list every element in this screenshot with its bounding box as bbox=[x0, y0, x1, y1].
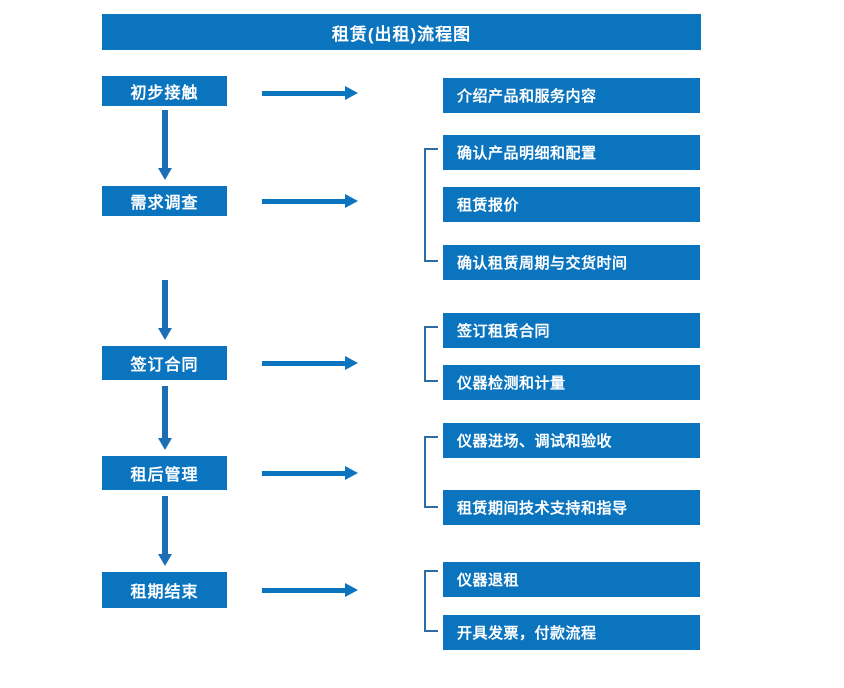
arrow-head bbox=[345, 194, 358, 208]
page-title: 租赁(出租)流程图 bbox=[102, 14, 701, 50]
stage-box-3[interactable]: 签订合同 bbox=[102, 346, 227, 380]
arrow-head bbox=[345, 583, 358, 597]
arrow-shaft bbox=[262, 471, 346, 476]
detail-box-8[interactable]: 租赁期间技术支持和指导 bbox=[443, 490, 700, 525]
stage-box-5[interactable]: 租期结束 bbox=[102, 572, 227, 608]
vertical-arrow-icon-1 bbox=[158, 110, 172, 180]
arrow-head bbox=[345, 466, 358, 480]
detail-box-7[interactable]: 仪器进场、调试和验收 bbox=[443, 423, 700, 458]
arrow-head bbox=[345, 86, 358, 100]
detail-box-10[interactable]: 开具发票，付款流程 bbox=[443, 615, 700, 650]
detail-box-4[interactable]: 确认租赁周期与交货时间 bbox=[443, 245, 700, 280]
detail-box-3[interactable]: 租赁报价 bbox=[443, 187, 700, 222]
detail-box-6[interactable]: 仪器检测和计量 bbox=[443, 365, 700, 400]
arrow-shaft bbox=[262, 199, 346, 204]
arrow-shaft bbox=[162, 280, 168, 329]
horizontal-arrow-icon-4 bbox=[262, 466, 358, 480]
detail-box-9[interactable]: 仪器退租 bbox=[443, 562, 700, 597]
horizontal-arrow-icon-1 bbox=[262, 86, 358, 100]
arrow-shaft bbox=[262, 361, 346, 366]
vertical-arrow-icon-2 bbox=[158, 280, 172, 340]
group-bracket-2 bbox=[424, 326, 438, 382]
arrow-shaft bbox=[162, 110, 168, 169]
arrow-shaft bbox=[262, 588, 346, 593]
horizontal-arrow-icon-5 bbox=[262, 583, 358, 597]
group-bracket-4 bbox=[424, 570, 438, 632]
stage-box-1[interactable]: 初步接触 bbox=[102, 76, 227, 106]
detail-box-5[interactable]: 签订租赁合同 bbox=[443, 313, 700, 348]
arrow-shaft bbox=[162, 496, 168, 555]
arrow-head bbox=[158, 438, 172, 450]
stage-box-4[interactable]: 租后管理 bbox=[102, 456, 227, 490]
arrow-shaft bbox=[162, 386, 168, 439]
detail-box-2[interactable]: 确认产品明细和配置 bbox=[443, 135, 700, 170]
arrow-shaft bbox=[262, 91, 346, 96]
stage-box-2[interactable]: 需求调查 bbox=[102, 186, 227, 216]
horizontal-arrow-icon-2 bbox=[262, 194, 358, 208]
arrow-head bbox=[158, 168, 172, 180]
detail-box-1[interactable]: 介绍产品和服务内容 bbox=[443, 78, 700, 113]
arrow-head bbox=[158, 328, 172, 340]
group-bracket-3 bbox=[424, 436, 438, 508]
vertical-arrow-icon-4 bbox=[158, 496, 172, 566]
arrow-head bbox=[158, 554, 172, 566]
arrow-head bbox=[345, 356, 358, 370]
group-bracket-1 bbox=[424, 148, 438, 262]
horizontal-arrow-icon-3 bbox=[262, 356, 358, 370]
vertical-arrow-icon-3 bbox=[158, 386, 172, 450]
